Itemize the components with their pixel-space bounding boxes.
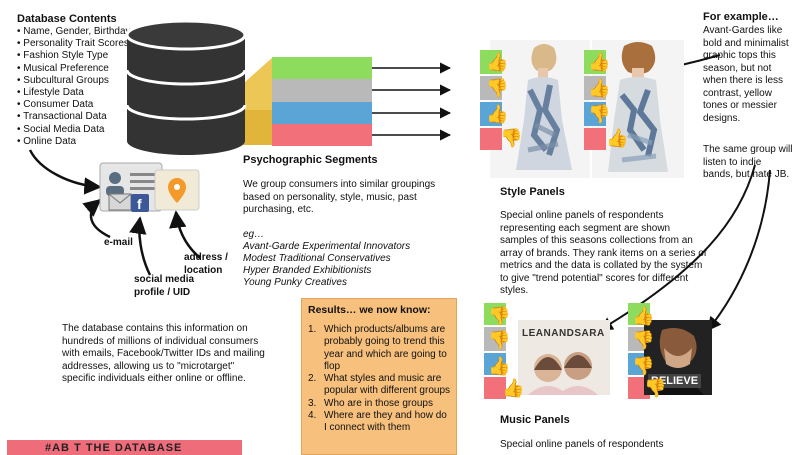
list-item: Name, Gender, Birthday	[17, 26, 177, 38]
list-item: Transactional Data	[17, 111, 177, 123]
thumb-up-icon: 👍	[488, 356, 511, 376]
list-item: Musical Preference	[17, 63, 177, 75]
social-media-label-line1: social media	[134, 274, 195, 285]
thumb-up-icon: 👍	[588, 78, 611, 98]
segment-name-3: Hyper Branded Exhibitionists	[243, 265, 372, 276]
album-cover-2: BELIEVE	[644, 320, 712, 395]
album-cover-1: LEANANDSARA	[518, 320, 610, 395]
segment-bar-grey	[272, 79, 372, 102]
album-cover-1-art	[528, 352, 598, 395]
thumb-down-icon: 👎	[500, 128, 523, 148]
social-arrow	[129, 216, 152, 276]
psychographic-description: We group consumers into similar grouping…	[243, 179, 436, 215]
list-item: Online Data	[17, 136, 177, 148]
results-item-number: 4.	[308, 410, 317, 422]
segment-name-4: Young Punky Creatives	[243, 277, 347, 288]
example-text-1: Avant-Gardes like bold and minimalist gr…	[703, 25, 789, 124]
music-panels-description: Special online panels of respondents	[500, 439, 664, 450]
address-arrow	[169, 210, 201, 259]
psychographic-eg: eg…	[243, 229, 265, 240]
list-item: Subcultural Groups	[17, 75, 177, 87]
style-panel-tiles-left	[480, 50, 502, 150]
segment-bar-red	[272, 124, 372, 146]
list-to-profile-arrow	[28, 149, 102, 195]
list-item: 3. Who are in those groups	[308, 398, 450, 410]
thumb-down-icon: 👎	[488, 330, 511, 350]
thumb-up-icon: 👍	[486, 104, 509, 124]
database-contents-list: Name, Gender, Birthday Personality Trait…	[17, 26, 177, 148]
thumb-down-icon: 👎	[632, 330, 655, 350]
style-panels-title: Style Panels	[500, 186, 565, 198]
music-panel-tiles-left	[484, 303, 506, 399]
album-1-title: LEANANDSARA	[522, 328, 605, 339]
envelope-icon	[108, 193, 132, 211]
thumb-down-icon: 👎	[632, 356, 655, 376]
example-title: For example…	[703, 11, 779, 23]
thumb-down-icon: 👎	[588, 104, 611, 124]
results-item-text: Where are they and how do I connect with…	[324, 410, 447, 434]
results-item-number: 1.	[308, 324, 317, 335]
database-contents-title: Database Contents	[17, 13, 117, 25]
address-label-line1: address /	[184, 252, 228, 263]
results-item-text: What styles and music are popular with d…	[324, 373, 451, 397]
style-panels-description: Special online panels of respondents rep…	[500, 210, 707, 296]
results-box: Results… we now know: 1. Which products/a…	[301, 298, 457, 455]
results-item-number: 2.	[308, 373, 317, 385]
results-title: Results… we now know:	[308, 304, 431, 316]
thumb-up-icon: 👍	[486, 52, 509, 72]
list-item: Personality Trait Scores	[17, 38, 177, 50]
thumb-up-icon: 👍	[632, 306, 655, 326]
results-list: 1. Which products/albums are probably goi…	[308, 324, 450, 435]
dress-photo-2	[592, 40, 684, 178]
thumb-down-icon: 👎	[486, 78, 509, 98]
database-description: The database contains this information o…	[62, 323, 265, 384]
segment-name-2: Modest Traditional Conservatives	[243, 253, 391, 264]
thumb-up-icon: 👍	[588, 52, 611, 72]
list-item: Social Media Data	[17, 124, 177, 136]
style-panel-tiles-right	[584, 50, 606, 150]
database-icon	[125, 19, 247, 155]
music-panels-title: Music Panels	[500, 414, 570, 426]
facebook-icon: f	[131, 194, 149, 212]
thumb-up-icon: 👍	[502, 378, 525, 398]
results-item-number: 3.	[308, 397, 317, 409]
list-item: Consumer Data	[17, 99, 177, 111]
svg-text:f: f	[137, 196, 142, 212]
email-label: e-mail	[104, 237, 133, 248]
thumb-up-icon: 👍	[606, 128, 629, 148]
album-2-title: BELIEVE	[648, 374, 702, 388]
address-label-line2: location	[184, 265, 223, 276]
bottom-banner-text: #AB T THE DATABASE	[45, 442, 183, 454]
map-pin-icon	[154, 169, 200, 211]
dress-photo-1	[490, 40, 590, 178]
list-item: Lifestyle Data	[17, 87, 177, 99]
thumb-down-icon: 👎	[644, 378, 667, 398]
email-arrow	[82, 198, 111, 239]
segment-bar-blue	[272, 102, 372, 124]
psychographic-title: Psychographic Segments	[243, 154, 378, 166]
list-item: Fashion Style Type	[17, 50, 177, 62]
results-item-text: Which products/albums are probably going…	[324, 324, 447, 372]
list-item: 1. Which products/albums are probably goi…	[308, 324, 450, 373]
example-to-music-arrow-2	[707, 169, 771, 332]
results-item-text: Who are in those groups	[324, 397, 433, 409]
social-media-label-line2: profile / UID	[134, 287, 191, 298]
segment-bar-green	[272, 57, 372, 79]
example-text-2: The same group will listen to indie band…	[703, 144, 793, 180]
identity-icons: f	[99, 162, 200, 212]
thumb-down-icon: 👎	[488, 306, 511, 326]
list-item: 2. What styles and music are popular with…	[308, 373, 450, 398]
list-item: 4. Where are they and how do I connect wi…	[308, 410, 450, 435]
segment-name-1: Avant-Garde Experimental Innovators	[243, 241, 411, 252]
segment-arrows	[372, 62, 452, 141]
bottom-banner: #AB T THE DATABASE	[7, 440, 242, 455]
